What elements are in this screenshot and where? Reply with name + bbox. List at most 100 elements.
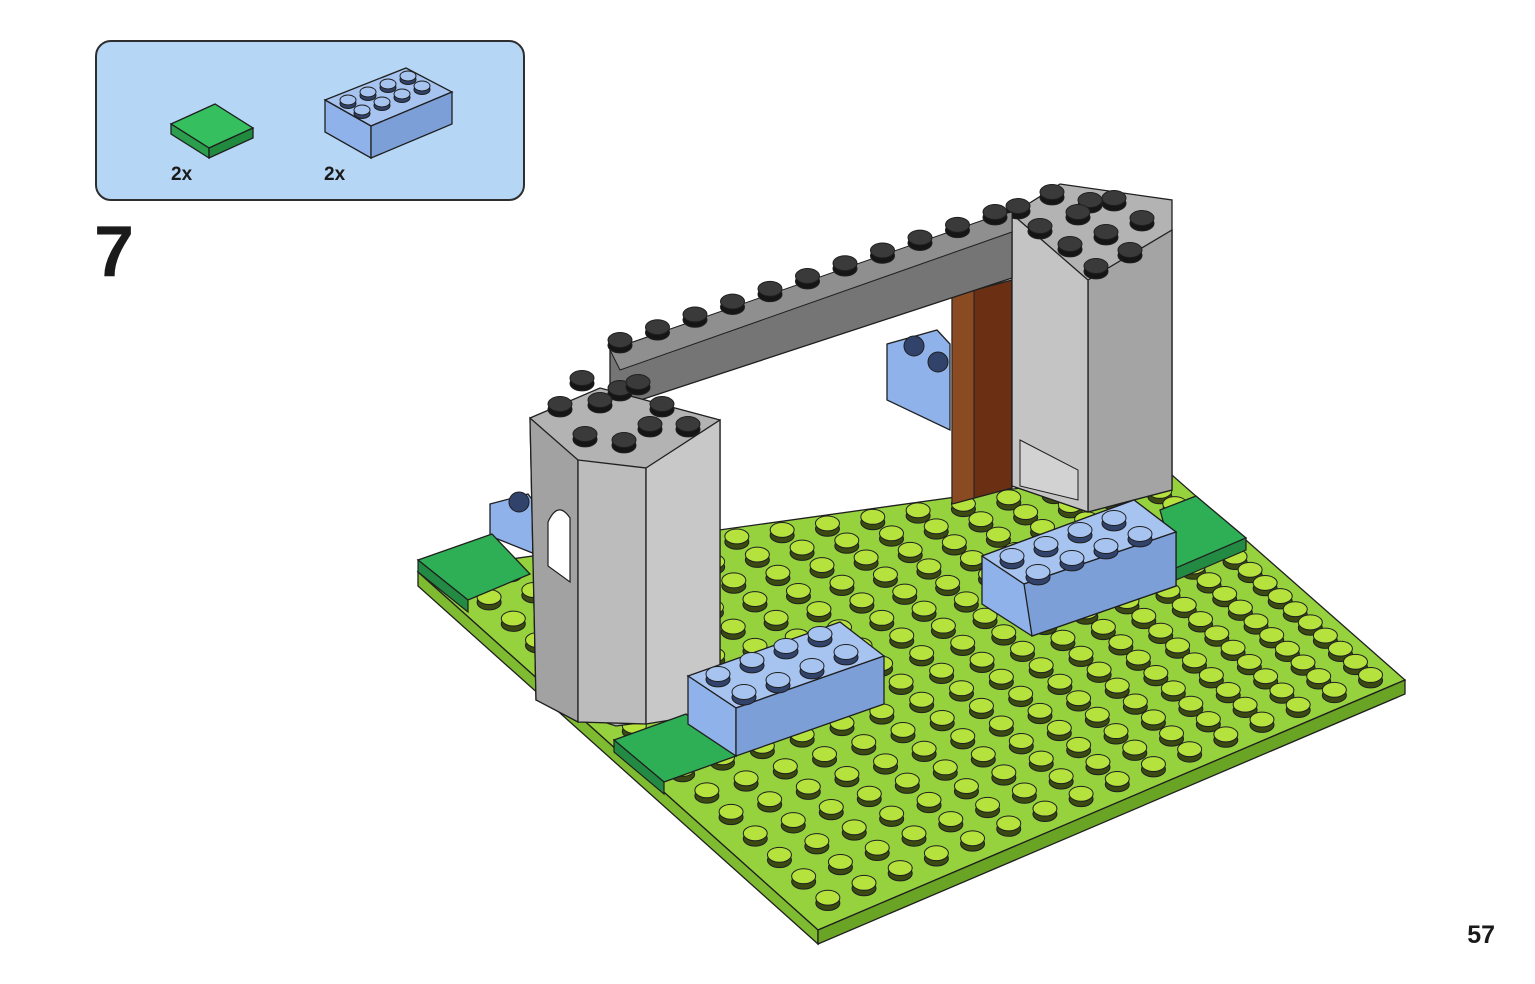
part-blue-brick	[322, 62, 457, 160]
baseplate-stud	[970, 746, 996, 768]
baseplate-stud	[809, 557, 835, 579]
blue-brick-right-stud	[1093, 538, 1119, 560]
baseplate-stud	[887, 860, 913, 882]
baseplate-stud	[1008, 733, 1034, 755]
blue-brick-studs	[339, 70, 431, 120]
blue-brick-right-stud	[1067, 522, 1093, 544]
baseplate-stud	[1143, 664, 1169, 687]
baseplate-stud	[911, 600, 937, 622]
top-beam-stud	[907, 229, 933, 251]
tower-right-stud	[1129, 210, 1155, 232]
blue-brick-right-stud	[999, 548, 1025, 570]
baseplate-stud	[812, 746, 838, 768]
baseplate-stud	[929, 709, 955, 732]
blue-brick-front-stud	[739, 652, 765, 674]
baseplate-stud	[923, 518, 949, 540]
baseplate-stud	[860, 508, 886, 531]
blue-brick-right-stud	[1059, 550, 1085, 572]
tower-left-stud	[569, 370, 595, 392]
blue-brick-back-right	[886, 329, 951, 432]
baseplate-stud	[996, 815, 1022, 837]
baseplate-stud	[1009, 640, 1035, 663]
baseplate-stud	[975, 796, 1001, 819]
baseplate-stud	[901, 825, 927, 847]
tower-left-stud	[649, 396, 675, 418]
baseplate-stud	[959, 550, 985, 572]
baseplate-stud	[972, 607, 998, 630]
tower-right-stud	[1057, 236, 1083, 258]
baseplate-stud	[1269, 682, 1295, 704]
blue-brick-front-stud	[731, 684, 757, 706]
baseplate-stud	[930, 617, 956, 639]
tower-left-stud	[587, 392, 613, 414]
door	[951, 279, 1013, 505]
blue-brick-front-studs	[705, 626, 859, 706]
tower-right-stud	[1101, 190, 1127, 212]
blue-brick-front-stud	[799, 658, 825, 680]
baseplate-stud	[968, 697, 994, 720]
blue-brick-right-stud	[1127, 526, 1153, 548]
baseplate-stud	[988, 715, 1014, 737]
baseplate-stud	[834, 532, 860, 554]
baseplate-stud	[949, 680, 975, 702]
tower-left-stud	[637, 416, 663, 438]
baseplate-stud	[827, 853, 853, 876]
baseplate-stud	[1249, 711, 1275, 733]
top-beam-stud	[720, 293, 745, 315]
part-green-tile-quantity: 2x	[171, 164, 193, 185]
top-beam-stud	[645, 319, 670, 341]
baseplate-stud	[1222, 548, 1248, 570]
baseplate-stud	[1198, 667, 1224, 689]
baseplate-stud	[1027, 702, 1053, 725]
baseplate-stud	[1171, 596, 1197, 619]
baseplate-stud	[991, 624, 1017, 646]
top-beam-stud	[682, 306, 708, 328]
baseplate-stud	[1148, 622, 1174, 644]
baseplate-stud	[795, 778, 821, 800]
baseplate-stud	[766, 846, 792, 869]
tower-left-stud	[675, 416, 701, 438]
tower-right-stud	[1065, 204, 1091, 226]
baseplate-stud	[1068, 645, 1094, 668]
baseplate-stud	[890, 722, 916, 744]
baseplate-stud	[742, 825, 768, 847]
tower-right-stud	[1083, 258, 1109, 280]
baseplate-stud	[841, 819, 867, 841]
page-number: 57	[1467, 921, 1495, 949]
baseplate-stud	[1125, 649, 1151, 671]
baseplate-stud	[864, 839, 890, 861]
step-number: 7	[94, 212, 135, 292]
baseplate-stud	[1212, 585, 1238, 608]
baseplate-stud	[916, 791, 942, 814]
baseplate-stud	[950, 634, 976, 656]
baseplate-stud	[718, 803, 744, 826]
callout-blue-stud	[353, 104, 371, 120]
baseplate-stud	[1011, 782, 1037, 804]
baseplate-stud	[897, 541, 923, 564]
baseplate-stud	[791, 868, 817, 890]
baseplate-stud	[721, 572, 747, 594]
blue-brick-back-left	[489, 491, 541, 557]
top-beam-studs	[607, 204, 1008, 354]
baseplate-stud	[1108, 634, 1134, 656]
baseplate-stud	[1028, 657, 1054, 679]
blue-brick-front-stud	[705, 666, 731, 688]
baseplate-stud	[1028, 750, 1054, 772]
top-beam-stud	[832, 255, 858, 277]
baseplate-stud	[1068, 785, 1094, 808]
baseplate-stud	[1032, 800, 1058, 822]
tower-left-stud	[572, 426, 598, 448]
baseplate-stud	[780, 812, 806, 834]
baseplate-stud	[1104, 677, 1130, 699]
blue-brick-front-stud	[773, 638, 799, 660]
callout-blue-stud	[379, 78, 397, 94]
baseplate-stud	[938, 811, 964, 833]
baseplate-stud	[1178, 695, 1204, 717]
baseplate-stud	[1243, 613, 1269, 635]
baseplate-stud	[1165, 637, 1191, 659]
baseplate-stud	[1084, 706, 1110, 728]
baseplate-stud	[929, 662, 955, 684]
baseplate-stud	[818, 798, 844, 821]
baseplate-stud	[851, 874, 877, 897]
